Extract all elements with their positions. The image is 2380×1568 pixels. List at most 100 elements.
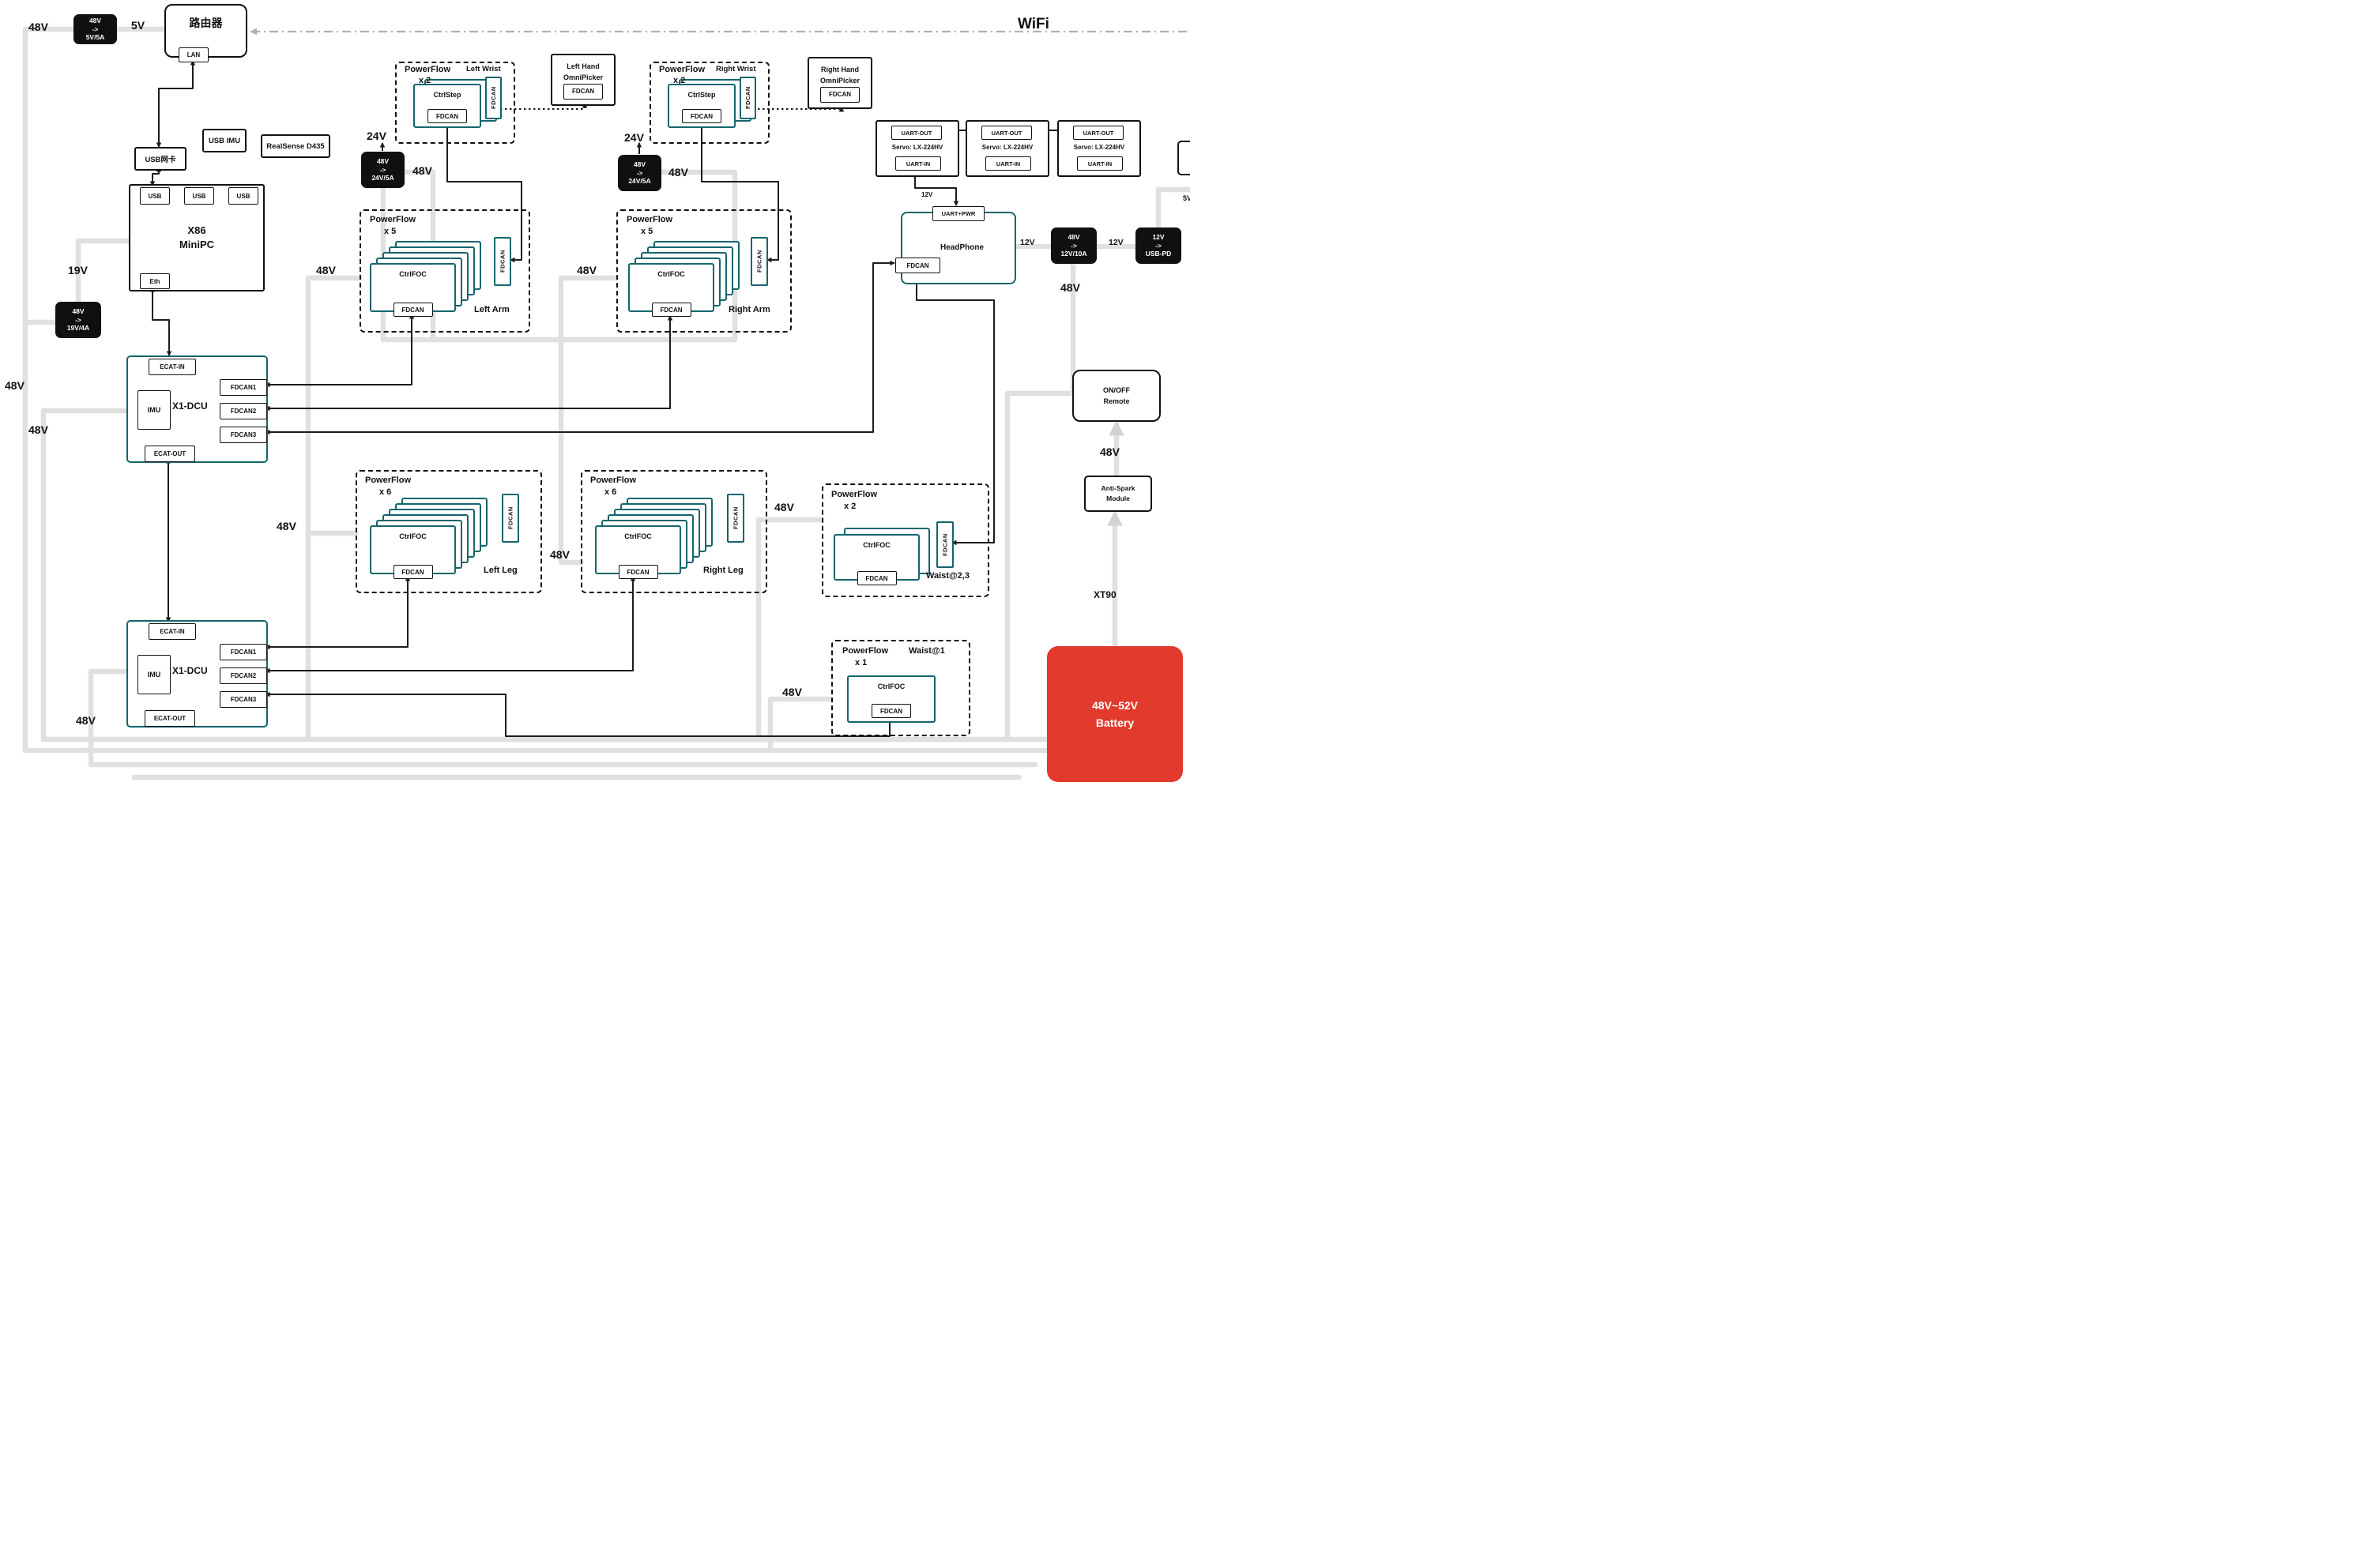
ecat-out-port: ECAT-OUT (145, 710, 195, 727)
voltage-label-48v: 48V (316, 264, 336, 276)
voltage-label-24v: 24V (624, 131, 644, 144)
powerflow-count: x 1 (855, 658, 868, 667)
remote-line2: Remote (1103, 397, 1130, 405)
onoff-remote-box: ON/OFF Remote (1072, 370, 1161, 422)
voltage-label-48v: 48V (550, 548, 570, 561)
fdcan-chip-label: FDCAN (865, 574, 888, 582)
ctrlfoc-unit: CtrlFOC FDCAN (370, 263, 456, 317)
fdcan-tab-label: FDCAN (507, 506, 514, 530)
voltage-label-12v: 12V (921, 191, 933, 198)
router-title: 路由器 (189, 17, 223, 29)
headphone-title: HeadPhone (940, 243, 985, 252)
servo-name: Servo: LX-224HV (981, 144, 1034, 151)
ctrlfoc-label: CtrlFOC (624, 532, 652, 540)
fdcan-chip: FDCAN (820, 87, 860, 103)
converter-line: 24V/5A (628, 177, 651, 186)
voltage-label-48v: 48V (668, 166, 688, 179)
antispark-line2: Module (1106, 494, 1130, 502)
powerflow-count: x 2 (844, 502, 857, 511)
fdcan-chip-label: FDCAN (660, 306, 683, 314)
ctrlstep-unit: CtrlStep FDCAN (668, 84, 736, 128)
hand-line2: OmniPicker (563, 73, 604, 81)
fdcan2-port: FDCAN2 (220, 403, 267, 419)
powerflow-label: PowerFlow (405, 65, 451, 74)
fdcan3-port: FDCAN3 (220, 427, 267, 443)
servo-box-2: Servo: LX-224HV UART-OUT UART-IN (966, 120, 1049, 177)
powerflow-count: x 5 (384, 227, 397, 236)
fdcan-chip-label: FDCAN (880, 707, 902, 715)
powerflow-label: PowerFlow (365, 476, 412, 485)
eth-port: Eth (140, 273, 170, 289)
fdcan-chip: FDCAN (857, 571, 897, 585)
uart-out-port: UART-OUT (981, 126, 1032, 140)
powerflow-name: Right Wrist (716, 65, 756, 73)
antispark-line1: Anti-Spark (1101, 484, 1135, 493)
uart-out-label: UART-OUT (901, 129, 932, 137)
converter-line: 48V (72, 307, 85, 316)
hand-line1: Left Hand (567, 62, 600, 70)
lan-port: LAN (179, 47, 209, 62)
converter-line: 19V/4A (66, 324, 90, 333)
imu-label: IMU (147, 671, 161, 679)
converter-arrow: -> (1155, 241, 1162, 250)
fdcan-chip-label: FDCAN (401, 568, 424, 576)
converter-arrow: -> (636, 168, 643, 177)
voltage-label-19v: 19V (68, 264, 88, 276)
voltage-label-48v: 48V (76, 714, 96, 727)
uart-in-port: UART-IN (895, 156, 941, 171)
voltage-label-12v: 12V (1109, 238, 1124, 247)
minipc-title-line1: X86 (187, 224, 206, 237)
voltage-label-48v: 48V (28, 423, 48, 436)
voltage-label-48v: 48V (28, 21, 48, 33)
imu-label: IMU (147, 406, 161, 414)
converter-arrow: -> (92, 24, 99, 33)
uart-in-port: UART-IN (1077, 156, 1123, 171)
converter-12v-to-usbpd: 12V -> USB-PD (1135, 227, 1181, 264)
converter-line: 12V/10A (1060, 250, 1087, 258)
minipc-title-line2: MiniPC (179, 239, 215, 250)
converter-48v-to-12v: 48V -> 12V/10A (1051, 227, 1097, 264)
fdcan3-label: FDCAN3 (230, 696, 257, 703)
fdcan-tab: FDCAN (936, 521, 954, 568)
battery-box: 48V~52V Battery (1047, 646, 1183, 782)
ctrlfoc-label: CtrlFOC (399, 270, 427, 278)
converter-line: USB-PD (1145, 250, 1172, 258)
ctrlfoc-unit: CtrlFOC FDCAN (847, 675, 936, 723)
converter-48v-to-5v: 48V -> 5V/5A (73, 14, 117, 44)
remote-line1: ON/OFF (1103, 385, 1130, 394)
powerflow-waist23 (822, 483, 989, 597)
converter-arrow: -> (379, 165, 386, 174)
converter-line: 48V (1068, 233, 1080, 242)
x1-dcu-upper: X1-DCU ECAT-IN IMU FDCAN1 FDCAN2 FDCAN3 … (126, 355, 268, 463)
uart-in-label: UART-IN (906, 160, 931, 167)
fdcan-chip-label: FDCAN (401, 306, 424, 314)
converter-line: 48V (88, 17, 102, 25)
fdcan-tab-label: FDCAN (732, 506, 740, 530)
ctrlstep-label: CtrlStep (687, 91, 716, 99)
dcu-title: X1-DCU (172, 400, 208, 412)
minipc-title: X86 MiniPC (179, 224, 214, 251)
left-hand-box: Left Hand OmniPicker FDCAN (551, 54, 616, 106)
converter-arrow: -> (75, 315, 81, 324)
powerflow-name: Left Arm (474, 305, 510, 314)
converter-line: 12V (1152, 233, 1165, 242)
converter-line: 5V/5A (85, 33, 105, 42)
ctrlstep-unit: CtrlStep FDCAN (413, 84, 481, 128)
uart-in-label: UART-IN (996, 160, 1021, 167)
voltage-label-48v: 48V (277, 520, 296, 532)
ctrlfoc-label: CtrlFOC (863, 541, 891, 549)
servo-box-1: Servo: LX-224HV UART-OUT UART-IN (876, 120, 959, 177)
fdcan-chip-label: FDCAN (691, 112, 713, 120)
fdcan-chip: FDCAN (563, 84, 603, 100)
connections-layer (22, 26, 1190, 780)
phone-box: Phone (1177, 141, 1190, 175)
fdcan-chip-label: FDCAN (906, 261, 929, 269)
ecat-in-label: ECAT-IN (160, 628, 185, 635)
powerflow-label: PowerFlow (659, 65, 706, 74)
fdcan1-port: FDCAN1 (220, 379, 267, 396)
ctrlfoc-unit: CtrlFOC FDCAN (595, 525, 681, 579)
ctrlfoc-label: CtrlFOC (657, 270, 685, 278)
voltage-label-phone: 5V/9V/12V (1183, 194, 1190, 202)
voltage-label-5v: 5V (131, 19, 145, 32)
converter-line: 24V/5A (371, 174, 394, 182)
